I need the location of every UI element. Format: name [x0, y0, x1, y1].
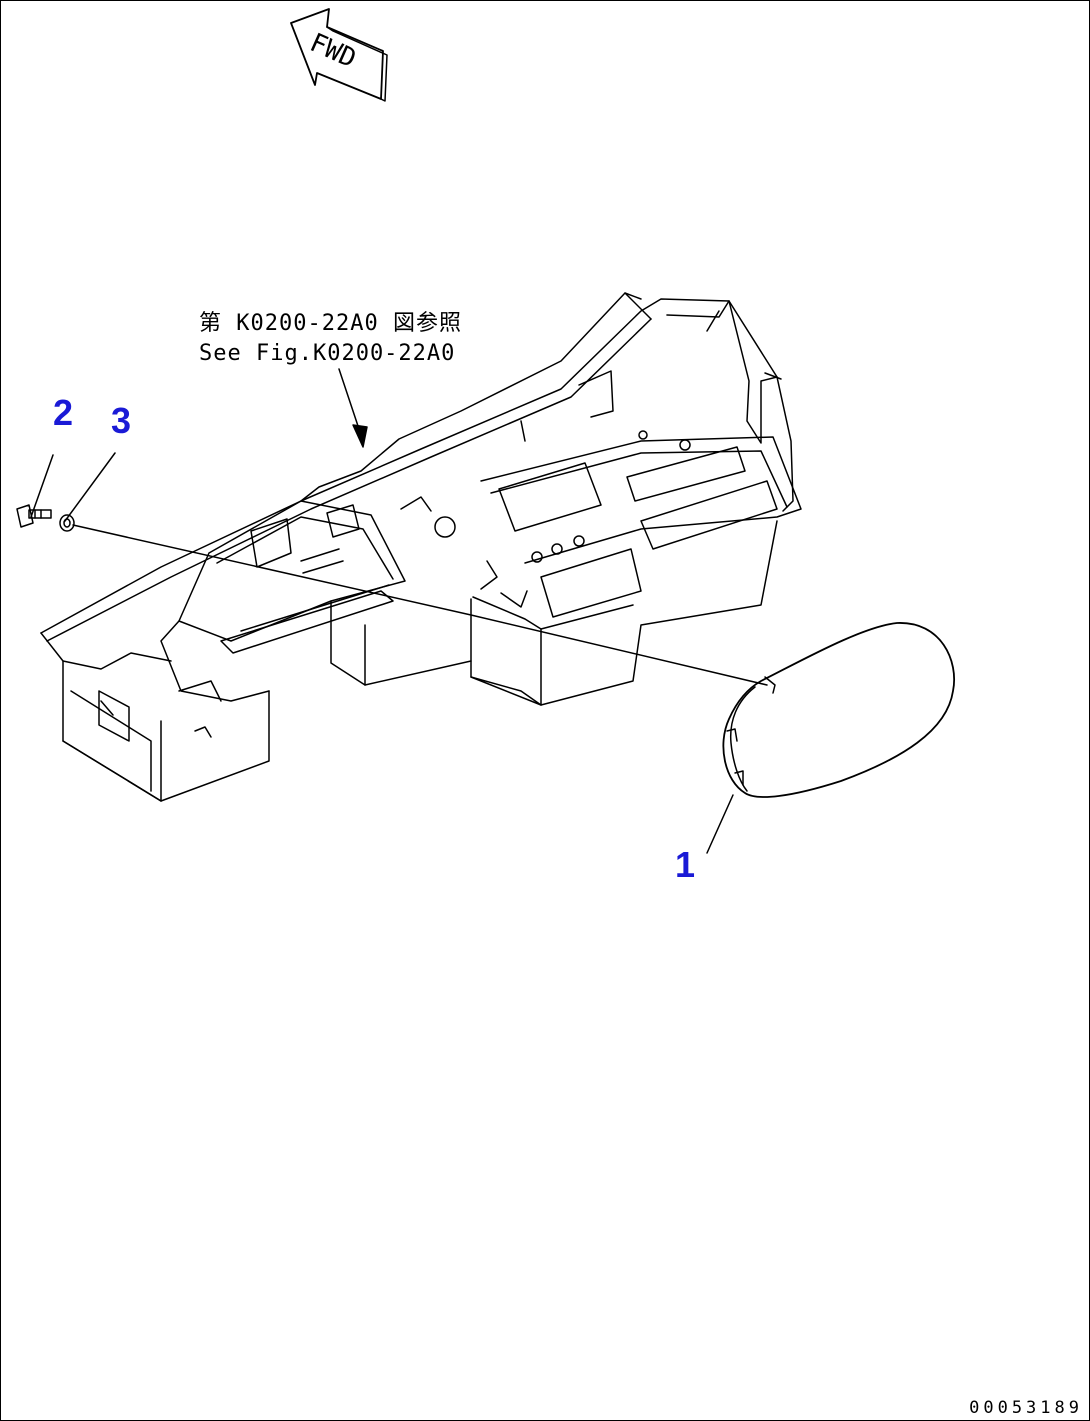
leader-lines: [30, 452, 768, 854]
callout-part-1[interactable]: 1: [675, 844, 696, 885]
dashboard-console-assembly: [40, 292, 802, 802]
reference-note-english: See Fig.K0200-22A0: [199, 341, 456, 366]
cushion-pad-part: [722, 622, 955, 798]
reference-leader-arrow: [338, 368, 368, 448]
fwd-arrow-icon: FWD: [290, 8, 388, 102]
washer-part: [59, 514, 75, 532]
callout-part-2[interactable]: 2: [53, 392, 74, 433]
bolt-part: [16, 504, 52, 528]
drawing-number: 00053189: [969, 1398, 1083, 1418]
callout-part-3[interactable]: 3: [111, 400, 132, 441]
reference-note-japanese: 第 K0200-22A0 図参照: [199, 311, 462, 336]
fwd-label: FWD: [305, 28, 360, 75]
